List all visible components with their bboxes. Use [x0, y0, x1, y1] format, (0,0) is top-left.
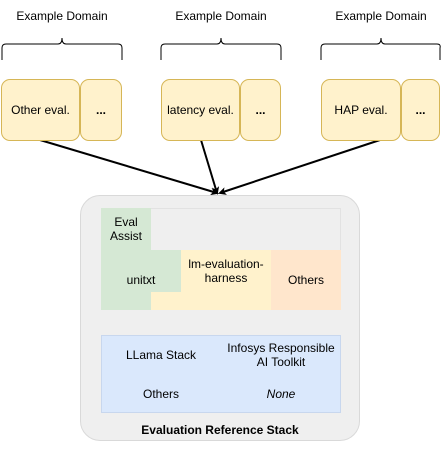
arrow-1	[39, 139, 219, 196]
none-label: None	[266, 386, 296, 401]
llama-stack-cell: LLama Stack	[101, 335, 221, 374]
llama-stack-label: LLama Stack	[125, 347, 197, 362]
others-top-label: Others	[287, 273, 324, 287]
lm-eval-cell-base	[151, 292, 271, 310]
others-top-cell: Others	[271, 250, 341, 310]
domain-label-2: Example Domain	[175, 9, 267, 23]
evaluation-reference-stack: Eval Assist unitxt lm-evaluation-harness…	[80, 195, 360, 441]
eval-box-2: latency eval.	[161, 79, 240, 141]
unitxt-label: unitxt	[126, 273, 156, 287]
eval-assist-cell: Eval Assist	[101, 208, 151, 250]
more-label-2: ...	[255, 103, 266, 117]
others-bottom-cell: Others	[101, 374, 221, 413]
bottom-stack-frame	[101, 335, 341, 413]
eval-label-3: HAP eval.	[334, 103, 388, 117]
none-cell: None	[221, 374, 341, 413]
more-label-3: ...	[415, 103, 426, 117]
lm-eval-label: lm-evaluation-harness	[188, 257, 264, 285]
more-label-1: ...	[95, 103, 106, 117]
infosys-cell: Infosys Responsible AI Toolkit	[221, 335, 341, 374]
eval-label-2: latency eval.	[167, 103, 234, 117]
more-box-3: ...	[401, 79, 440, 141]
stack-title: Evaluation Reference Stack	[141, 423, 299, 437]
brace-2	[160, 37, 282, 60]
eval-assist-label: Eval Assist	[109, 215, 142, 243]
eval-label-1: Other eval.	[11, 103, 70, 117]
brace-3	[320, 37, 441, 60]
more-box-2: ...	[240, 79, 281, 141]
arrow-3	[218, 139, 381, 195]
more-box-1: ...	[80, 79, 122, 141]
domain-label-3: Example Domain	[335, 9, 427, 23]
eval-box-3: HAP eval.	[321, 79, 401, 141]
eval-box-1: Other eval.	[1, 79, 80, 141]
arrow-2	[200, 139, 220, 195]
infosys-label: Infosys Responsible AI Toolkit	[227, 340, 335, 369]
lm-eval-cell: lm-evaluation-harness	[181, 250, 271, 292]
others-bottom-label: Others	[142, 386, 179, 401]
domain-label-1: Example Domain	[16, 9, 108, 23]
brace-1	[1, 37, 123, 60]
